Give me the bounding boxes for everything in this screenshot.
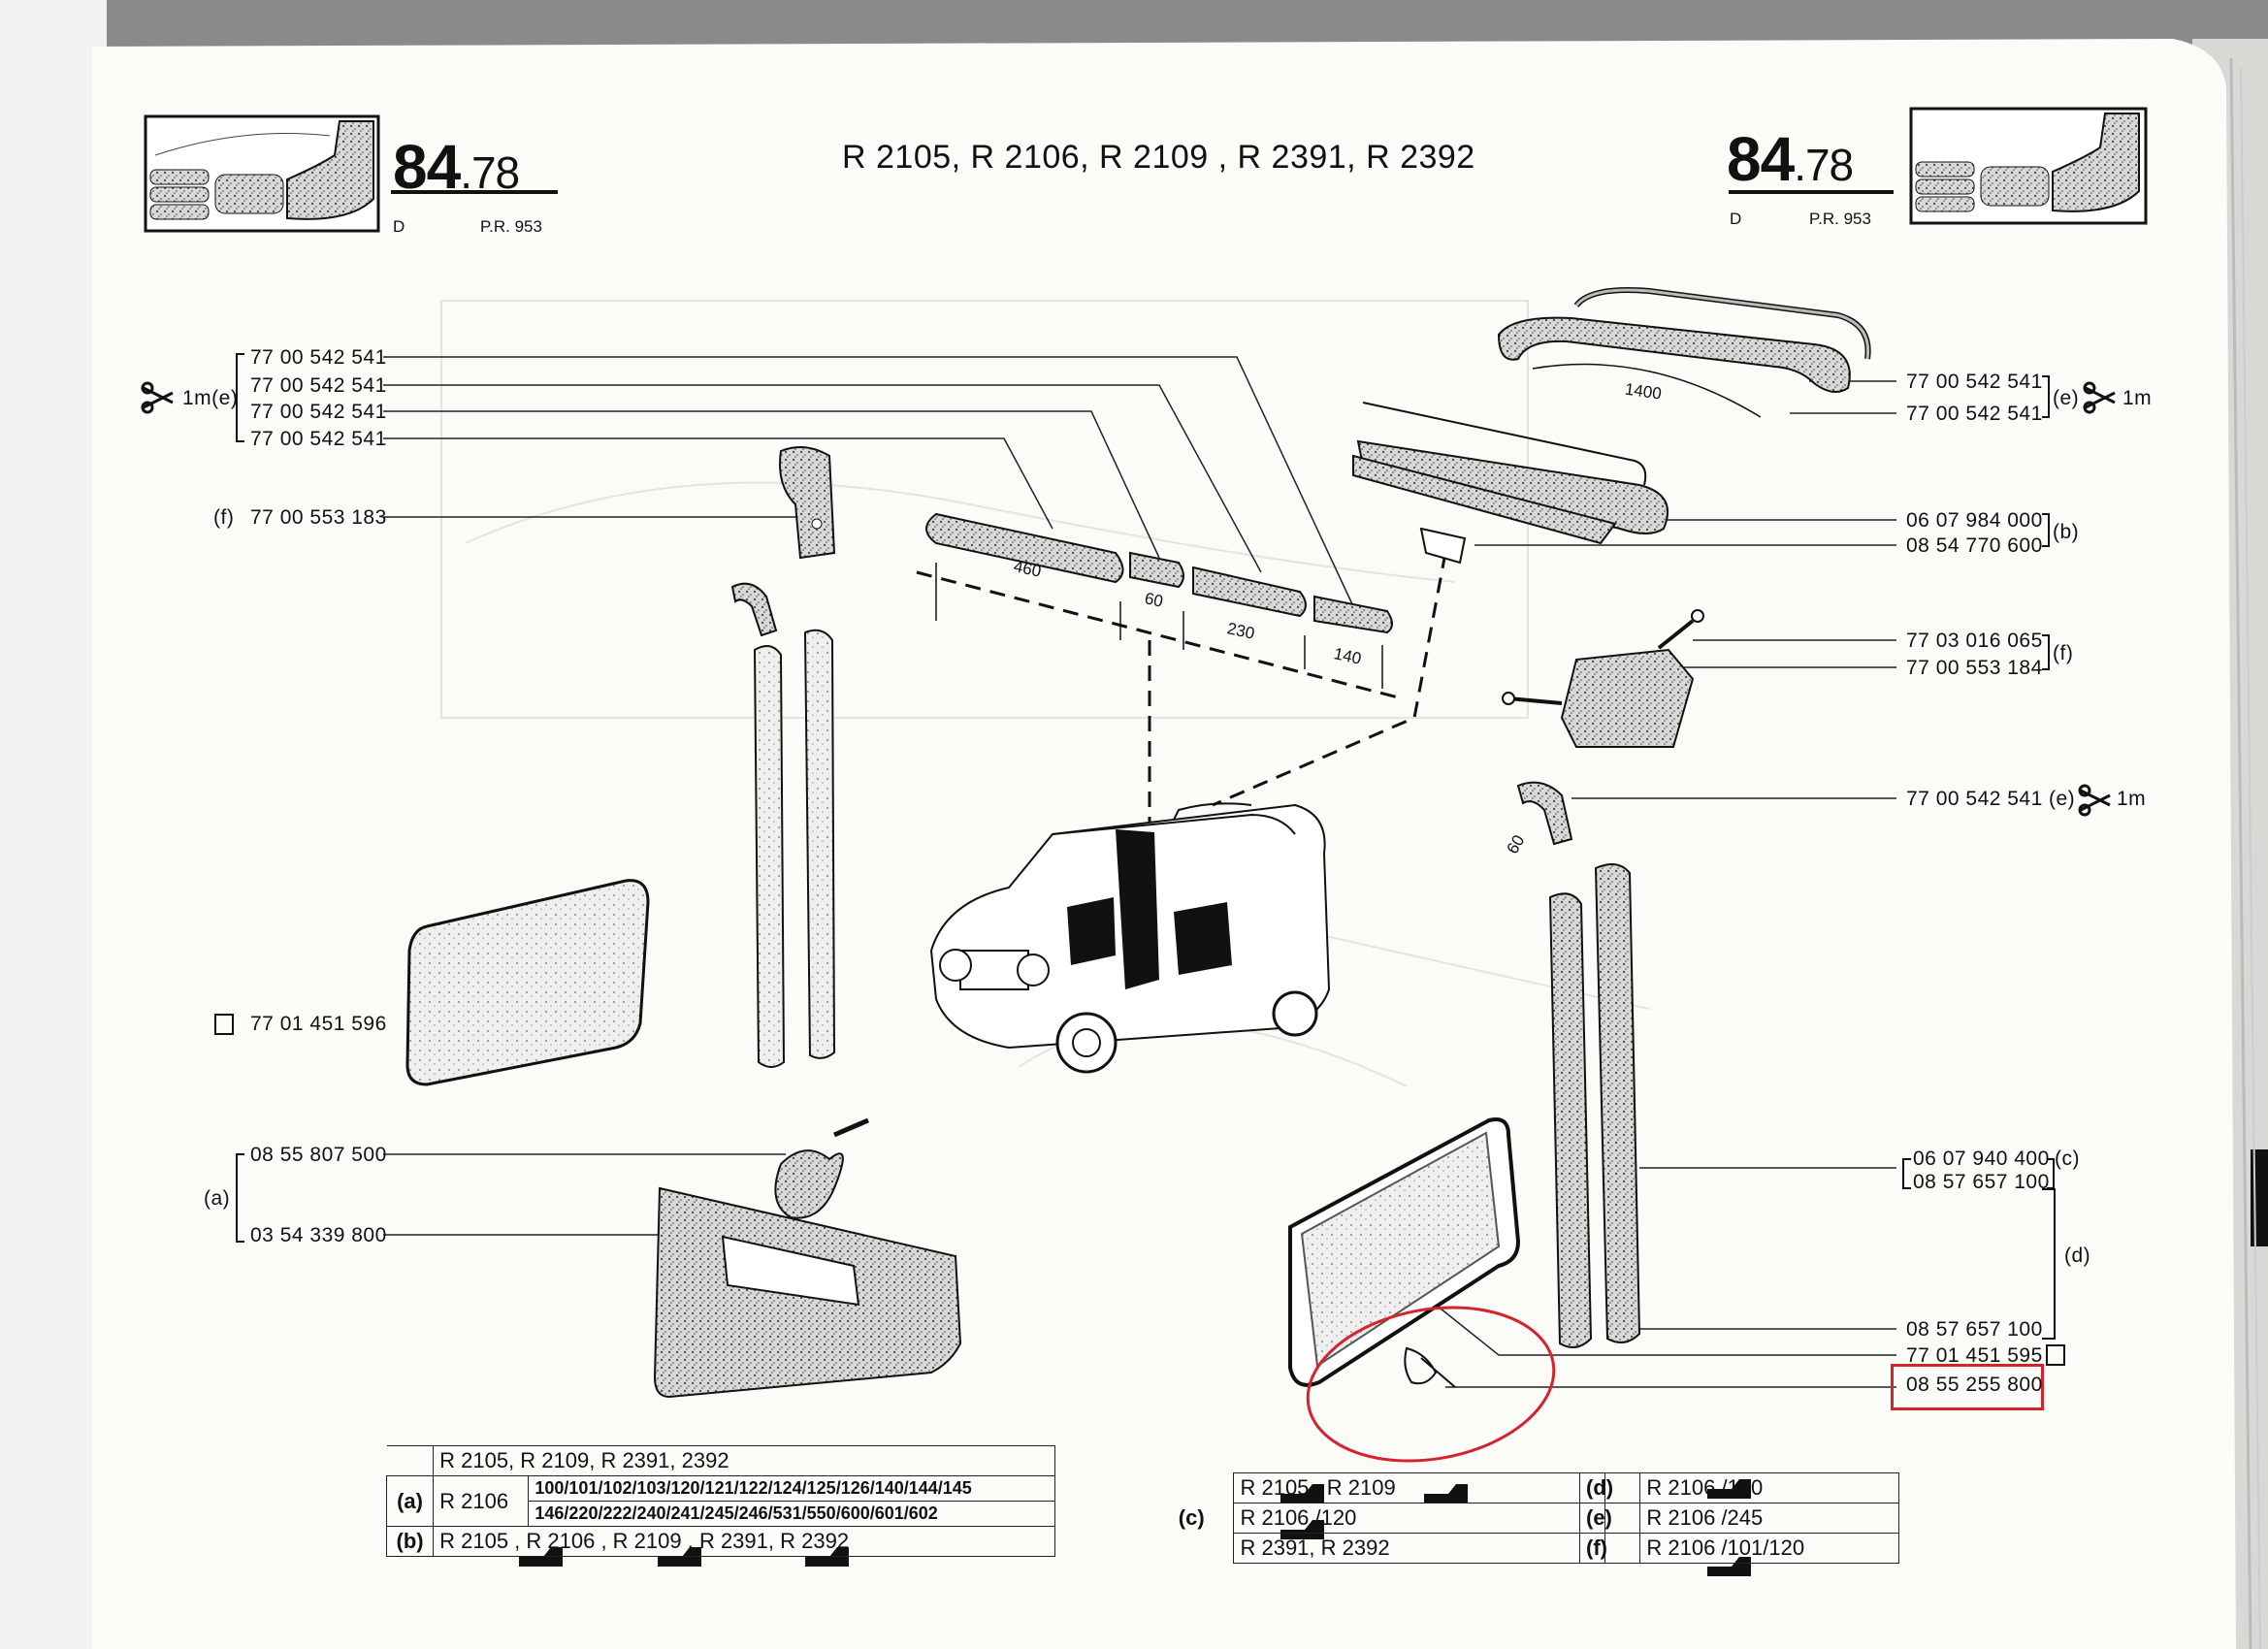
table-left-b-label: (b) [385, 1526, 435, 1557]
page-title: R 2105, R 2106, R 2109 , R 2391, R 2392 [842, 139, 1475, 176]
table-right-d-label: (d) [1578, 1472, 1641, 1504]
table-left-a-line1: 100/101/102/103/120/121/122/124/125/126/… [528, 1475, 1055, 1502]
table-left-a-label: (a) [385, 1475, 435, 1527]
seal-b-tag: (b) [2053, 521, 2080, 543]
table-mid-c-label: (c) [1178, 1505, 1205, 1530]
seal-d-ref: 08 57 657 100 [1906, 1318, 2043, 1341]
guide-f-left [779, 446, 836, 560]
right-pr-code: P.R. 953 [1809, 210, 1871, 228]
roof-seal-qualifier: 1m(e) [182, 387, 239, 409]
seal-b-ref-2: 08 54 770 600 [1906, 534, 2043, 557]
roof-seal-ref-3: 77 00 542 541 [250, 401, 387, 423]
left-letter: D [393, 217, 405, 236]
highlight-ellipse [1306, 1306, 1556, 1463]
door-trim-cutout [721, 1235, 860, 1307]
table-right-e-text: R 2106 /245 [1639, 1503, 1899, 1534]
group-a-ref-1: 08 55 807 500 [250, 1144, 387, 1166]
table-left-b-text: R 2105 , R 2106 , R 2109 , R 2391, R 239… [433, 1526, 1055, 1557]
vertical-seals-left [753, 629, 836, 1068]
applicability-table-left: R 2105, R 2109, R 2391, 2392 (a) R 2106 … [385, 1445, 1055, 1557]
vertical-seals-right [1548, 863, 1641, 1348]
table-right-e-label: (e) [1578, 1503, 1641, 1534]
dimension-1400: 1400 [1623, 379, 1663, 404]
table-right-d-text: R 2106 /120 [1639, 1472, 1899, 1504]
roof-seal-ref-4: 77 00 542 541 [250, 428, 387, 450]
highlight-box [1891, 1364, 2044, 1410]
renault-4-car-drawing [929, 802, 1331, 1074]
callout-braces [236, 353, 2056, 1340]
window-right-ref: 77 01 451 595 [1906, 1344, 2043, 1367]
previous-page-edge [0, 0, 107, 1649]
table-left-a-line2: 146/220/222/240/241/245/246/531/550/600/… [528, 1501, 1055, 1527]
tab-marker [2251, 1149, 2268, 1246]
group-a-ref-2: 03 54 339 800 [250, 1224, 387, 1246]
window-symbol-icon-right [2046, 1344, 2065, 1366]
seal-c-ref-2: 08 57 657 100 [1913, 1171, 2050, 1193]
seal-c-tag: (c) [2055, 1148, 2080, 1170]
left-page-number: 84.78 [393, 136, 520, 198]
table-left-a-model: R 2106 [433, 1475, 530, 1527]
seal-c-ref-1: 06 07 940 400 [1913, 1148, 2050, 1170]
rain-gutter-strip [1497, 287, 1871, 418]
roof-seal-ref-2: 77 00 542 541 [250, 374, 387, 397]
seal-b-profile [1352, 402, 1669, 545]
gutter-ref-2: 77 00 542 541 [1906, 403, 2043, 425]
elbow-qualifier: (e) [2049, 788, 2076, 810]
clip-b-part [1419, 527, 1467, 565]
window-symbol-icon [214, 1014, 234, 1035]
scissors-icon [141, 381, 174, 414]
table-mid-row3: R 2391, R 2392 [1233, 1533, 1605, 1564]
seal-b-ref-1: 06 07 984 000 [1906, 509, 2043, 532]
left-pr-code: P.R. 953 [480, 217, 542, 236]
gutter-qualifier: (e) [2053, 387, 2080, 409]
guide-f-tag: (f) [213, 506, 235, 529]
window-left-ref: 77 01 451 596 [250, 1013, 387, 1035]
spring-strip-tab [833, 1117, 869, 1138]
roof-seal-ref-1: 77 00 542 541 [250, 346, 387, 369]
scissors-icon-right [2083, 381, 2116, 414]
window-panel-left [405, 879, 650, 1086]
seal-d-tag: (d) [2064, 1245, 2091, 1267]
applicability-table-right: (d)R 2106 /120 (e)R 2106 /245 (f)R 2106 … [1578, 1472, 1899, 1564]
guide-f-right [1502, 609, 1704, 748]
applicability-table-mid: (c) R 2105 , R 2109 R 2106 /120 R 2391, R… [1150, 1472, 1605, 1564]
guide-f-right-ref-2: 77 00 553 184 [1906, 657, 2043, 679]
elbow-ref: 77 00 542 541 [1906, 788, 2043, 810]
assembly-dash-lines [916, 552, 1447, 854]
group-a-tag: (a) [204, 1187, 231, 1210]
spring-strip [774, 1149, 844, 1219]
dimension-ticks [935, 563, 1383, 689]
right-page-number-suffix: .78 [1794, 140, 1854, 190]
right-page-number: 84.78 [1727, 128, 1854, 190]
right-header-badge [1909, 107, 2148, 225]
gutter-ref-1: 77 00 542 541 [1906, 371, 2043, 393]
elbow-right [1516, 781, 1573, 846]
retaining-clip [1404, 1346, 1456, 1388]
leader-lines [383, 356, 1896, 1388]
elbow-left [730, 582, 778, 637]
table-mid-row1: R 2105 , R 2109 [1233, 1472, 1605, 1504]
scissors-icon-elbow [2078, 784, 2111, 817]
clip-ref-highlighted: 08 55 255 800 [1906, 1374, 2043, 1396]
guide-f-left-hole [811, 518, 823, 530]
guide-f-ref: 77 00 553 183 [250, 506, 387, 529]
right-page-number-main: 84 [1727, 124, 1795, 194]
table-mid-row2: R 2106 /120 [1233, 1503, 1605, 1534]
dimension-60: 60 [1143, 589, 1165, 611]
left-page-number-suffix: .78 [460, 147, 520, 198]
table-right-f-label: (f) [1578, 1533, 1641, 1564]
table-right-f-text: R 2106 /101/120 [1639, 1533, 1899, 1564]
guide-f-right-ref-1: 77 03 016 065 [1906, 630, 2043, 652]
table-left-row1: R 2105, R 2109, R 2391, 2392 [433, 1445, 1055, 1476]
left-header-badge [144, 114, 380, 233]
roof-seal-segments [925, 512, 1393, 634]
guide-f-right-tag: (f) [2053, 642, 2074, 664]
window-panel-right [1288, 1117, 1521, 1387]
elbow-unit: 1m [2117, 788, 2147, 810]
right-letter: D [1730, 210, 1742, 228]
gutter-unit: 1m [2122, 387, 2153, 409]
left-page-number-main: 84 [393, 132, 461, 202]
